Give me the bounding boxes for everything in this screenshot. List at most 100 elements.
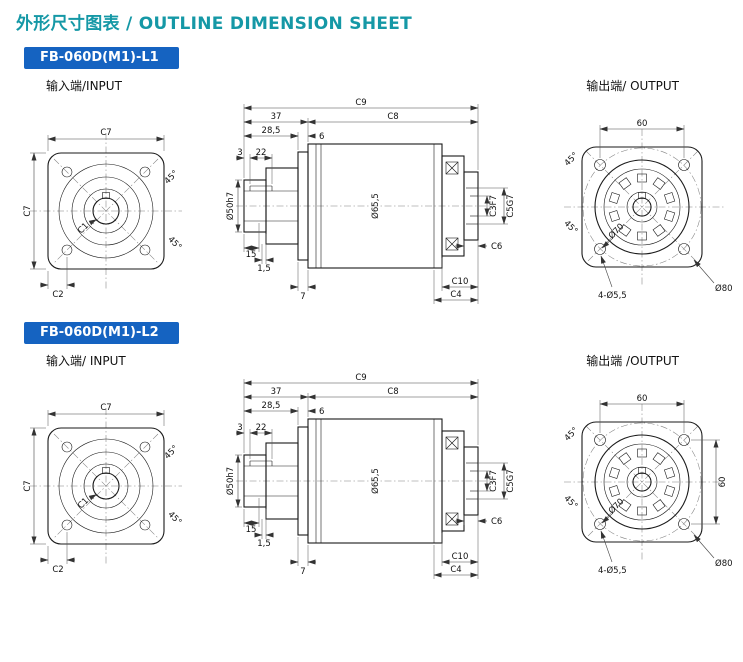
output-centerlines [564, 404, 724, 560]
input-end-label: 输入端/ INPUT [46, 354, 126, 368]
output-flange-drawing: 60 60 45° 45° Ø70 Ø80 4-Ø5,5 [562, 394, 733, 576]
input-flange-outline [47, 152, 165, 270]
model-section: FB-060D(M1)-L1 输入端/INPUT 输出端/ OUTPUT [0, 34, 743, 309]
dim-60-width: 60 [637, 394, 648, 404]
dim-c1-bore: C1 [76, 221, 91, 236]
dim-3: 3 [237, 423, 242, 433]
output-flange-drawing: 60 45° 45° Ø70 Ø80 4-Ø5,5 [562, 119, 733, 301]
dim-37: 37 [271, 112, 282, 122]
side-dimensions: C9 37 C8 28,5 6 3 [225, 373, 516, 579]
input-keyway [102, 467, 110, 474]
bolt-circle-dashed [582, 422, 702, 542]
output-flange-outline [581, 421, 703, 543]
dim-6: 6 [319, 407, 324, 417]
dim-c5-bore: C5G7 [506, 469, 516, 492]
dim-60-height-group: 60 [691, 439, 728, 525]
dim-c8: C8 [387, 112, 398, 122]
input-flange-outline [47, 427, 165, 545]
model-badge: FB-060D(M1)-L2 [24, 322, 179, 344]
output-flange-section [441, 155, 479, 257]
dim-c5-bore: C5G7 [506, 194, 516, 217]
input-centerlines [30, 408, 182, 564]
angle-45-upper: 45° [163, 169, 181, 187]
input-flange-drawing: C7 C7 C2 C1 45° 45° [23, 403, 184, 575]
dim-c2: C2 [52, 290, 63, 300]
dim-c6: C6 [491, 242, 502, 252]
dim-c7-height: C7 [23, 480, 33, 491]
output-centerlines [564, 129, 724, 285]
dim-c4: C4 [450, 565, 461, 575]
dim-shaft-dia: Ø50h7 [225, 467, 236, 495]
dim-22: 22 [256, 423, 267, 433]
dim-1-5: 1,5 [257, 539, 271, 549]
dim-c1-bore: C1 [76, 496, 91, 511]
dim-28-5: 28,5 [262, 126, 281, 136]
output-end-label: 输出端/ OUTPUT [586, 79, 679, 93]
input-bolt-holes [61, 166, 151, 256]
output-keyway [638, 467, 646, 474]
dim-body-dia: Ø80 [715, 283, 733, 294]
dim-bolt-holes: 4-Ø5,5 [598, 290, 627, 301]
model-badge-label: FB-060D(M1)-L2 [40, 325, 159, 340]
bolt-circle-dashed [582, 147, 702, 267]
dim-bolt-holes: 4-Ø5,5 [598, 565, 627, 576]
sections-container: FB-060D(M1)-L1 输入端/INPUT 输出端/ OUTPUT [0, 34, 743, 584]
dim-c2: C2 [52, 565, 63, 575]
gearbox-side-drawing: C9 37 C8 28,5 6 3 [225, 373, 516, 579]
dim-shaft-dia: Ø50h7 [225, 192, 236, 220]
dim-c10: C10 [452, 552, 469, 562]
output-end-label: 输出端 /OUTPUT [586, 354, 679, 368]
model-badge-label: FB-060D(M1)-L1 [40, 50, 159, 65]
dim-c9-overall: C9 [355, 373, 366, 383]
output-dimensions: 60 45° 45° Ø70 Ø80 4-Ø5,5 [562, 119, 733, 301]
views-row: C7 C7 C2 C1 45° 45° [0, 94, 743, 309]
dim-body-dia: Ø80 [715, 558, 733, 569]
views-row: C7 C7 C2 C1 45° 45° [0, 369, 743, 584]
output-keyway [638, 192, 646, 199]
output-flange-outline [581, 146, 703, 268]
page-title: 外形尺寸图表 / OUTLINE DIMENSION SHEET [16, 14, 413, 34]
angle-45-upper: 45° [563, 151, 581, 169]
dim-c3-bore: C3F7 [489, 470, 499, 492]
model-badge: FB-060D(M1)-L1 [24, 47, 179, 69]
dim-c10: C10 [452, 277, 469, 287]
end-labels-row: 输入端/INPUT 输出端/ OUTPUT [0, 71, 743, 94]
dim-7: 7 [300, 292, 305, 302]
angle-45-lower: 45° [166, 510, 184, 528]
carrier-slots [608, 173, 676, 241]
end-labels-row: 输入端/ INPUT 输出端 /OUTPUT [0, 346, 743, 369]
dim-3: 3 [237, 148, 242, 158]
angle-45-upper: 45° [163, 444, 181, 462]
input-end-label: 输入端/INPUT [46, 79, 122, 93]
dim-c3-bore: C3F7 [489, 195, 499, 217]
dim-60-width: 60 [637, 119, 648, 129]
dim-c7-width: C7 [100, 403, 111, 413]
dim-28-5: 28,5 [262, 401, 281, 411]
output-bolt-holes [594, 434, 690, 530]
dim-60-height: 60 [718, 477, 728, 488]
output-flange-section [441, 430, 479, 532]
angle-45-left: 45° [562, 494, 580, 512]
dim-bolt-circle: Ø70 [606, 221, 626, 241]
model-section: FB-060D(M1)-L2 输入端/ INPUT 输出端 /OUTPUT [0, 309, 743, 584]
dim-c7-height: C7 [23, 205, 33, 216]
input-bolt-holes [61, 441, 151, 531]
angle-45-left: 45° [562, 219, 580, 237]
dim-bolt-circle: Ø70 [606, 496, 626, 516]
dim-c4: C4 [450, 290, 461, 300]
carrier-slots [608, 448, 676, 516]
dim-c8: C8 [387, 387, 398, 397]
angle-45-lower: 45° [166, 235, 184, 253]
dim-c9-overall: C9 [355, 98, 366, 108]
dim-1-5: 1,5 [257, 264, 271, 274]
dim-c7-width: C7 [100, 128, 111, 138]
input-centerlines [30, 133, 182, 289]
angle-45-upper: 45° [563, 426, 581, 444]
dim-c6: C6 [491, 517, 502, 527]
dim-7: 7 [300, 567, 305, 577]
dim-15: 15 [246, 250, 257, 260]
dim-body-dia: Ø65,5 [370, 468, 381, 494]
output-dimensions: 60 60 45° 45° Ø70 Ø80 4-Ø5,5 [562, 394, 733, 576]
gearbox-side-drawing: C9 37 C8 28,5 6 3 [225, 98, 516, 304]
